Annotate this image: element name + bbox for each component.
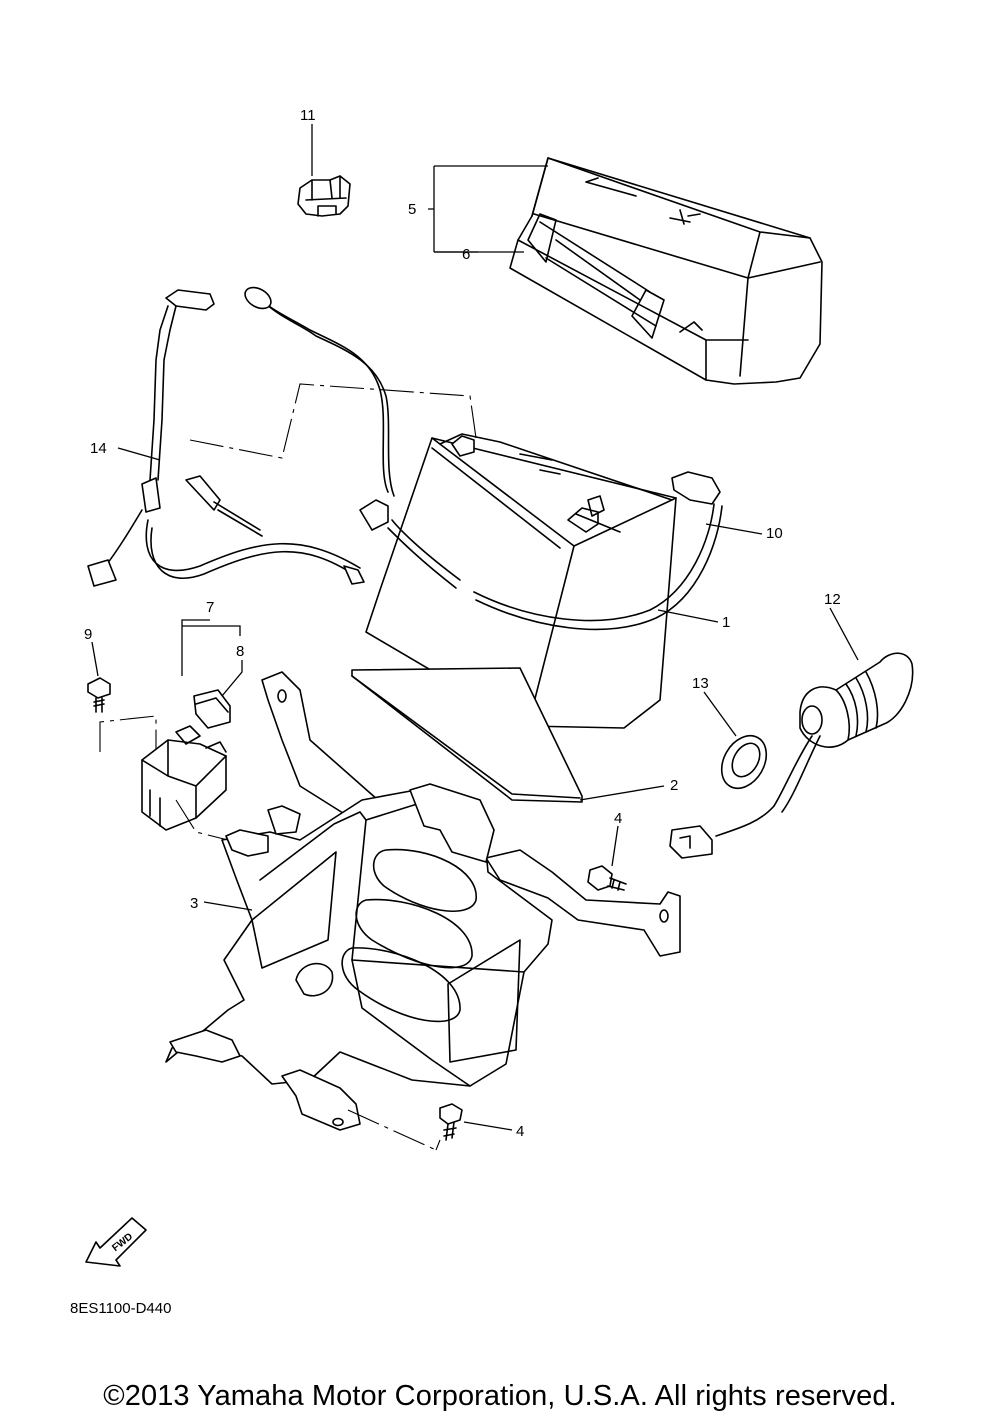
callout-8: 8 [236,643,244,660]
part-2-battery-pad[interactable] [351,667,583,803]
battery-positive-cable[interactable] [241,283,723,631]
callout-14: 14 [90,440,107,457]
callout-10: 10 [766,525,783,542]
callout-1: 1 [722,614,730,631]
part-11-cable-clip[interactable] [297,175,351,217]
part-8-fuse[interactable] [193,689,231,729]
part-9-bolt[interactable] [87,677,111,713]
leader-lines [91,124,859,1131]
copyright-notice: ©2013 Yamaha Motor Corporation, U.S.A. A… [103,1380,897,1412]
part-14-negative-lead[interactable] [87,289,365,587]
part-12-dc-socket[interactable] [669,652,914,859]
callout-7: 7 [206,599,214,616]
callout-6: 6 [462,246,470,263]
callout-4-lower: 4 [516,1123,524,1140]
part-4-bolt-upper[interactable] [587,865,627,891]
part-13-nut[interactable] [713,728,776,796]
part-3-battery-box[interactable] [165,671,681,1131]
callout-11: 11 [300,107,316,124]
part-1-battery[interactable] [365,433,677,729]
callout-3: 3 [190,895,198,912]
phantom-lines [99,383,477,1151]
part-10-terminal-cover[interactable] [671,471,721,505]
part-6-cover-strap[interactable] [555,239,641,301]
callout-4-upper: 4 [614,810,622,827]
callout-12: 12 [824,591,841,608]
callout-5: 5 [408,201,416,218]
callout-2: 2 [670,777,678,794]
part-4-bolt-lower[interactable] [439,1103,463,1141]
part-7-starter-relay[interactable] [141,725,227,831]
callout-labels: 11 5 6 14 10 1 12 7 9 8 13 2 4 3 4 [84,107,841,1140]
callout-13: 13 [692,675,709,692]
callout-9: 9 [84,626,92,643]
drawing-code: 8ES1100-D440 [70,1300,172,1317]
fwd-arrow-icon: FWD [85,1217,147,1267]
part-5-battery-cover[interactable] [509,157,823,385]
